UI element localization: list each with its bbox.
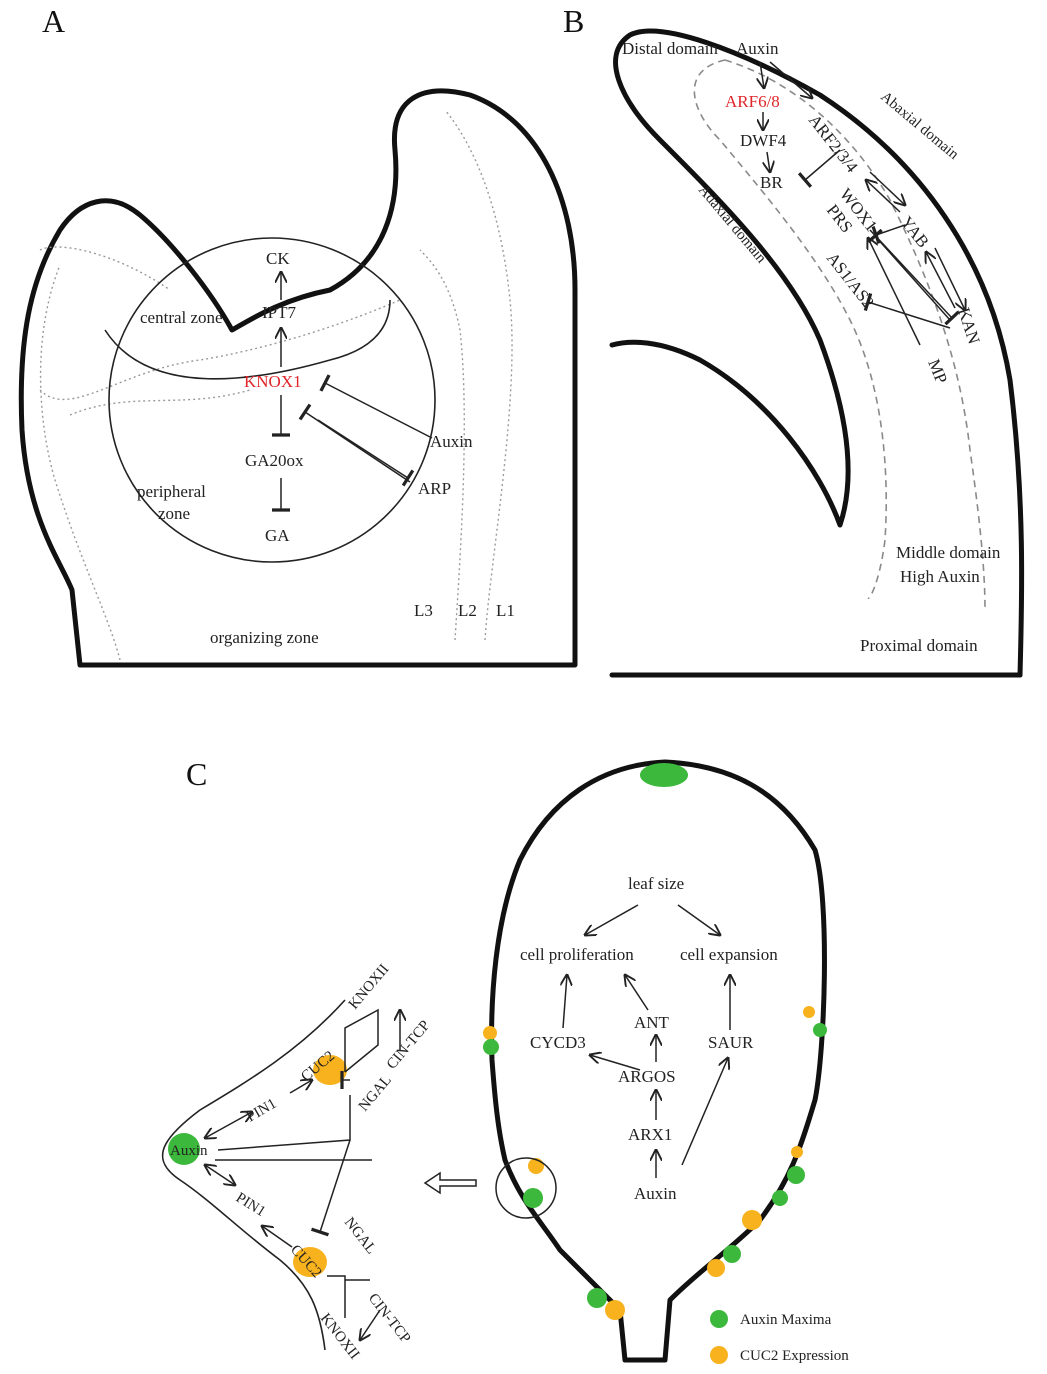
cuc2-dot-6 [707,1259,725,1277]
adaxial-domain-boundary [694,60,886,598]
layer-l3: L3 [414,601,433,620]
arrow-leafsize-proliferation [585,905,638,935]
label-leaf-size: leaf size [628,874,684,893]
panel-b: B Distal domain Auxin ARF6/8 DWF4 BR ARF… [563,3,1022,675]
inset-arrow-cuc2-pin1-bottom [262,1226,292,1247]
cuc2-dot-5 [742,1210,762,1230]
zoom-arrow [425,1173,476,1193]
auxin-dot-4 [787,1166,805,1184]
label-distal-domain: Distal domain [622,39,718,58]
zone-peripheral-line1: peripheral [137,482,206,501]
zone-central: central zone [140,308,223,327]
layer-outer-boundary [40,247,170,290]
cuc2-dot-7 [605,1300,625,1320]
legend-auxin-swatch [710,1310,728,1328]
gene-arx1: ARX1 [628,1125,672,1144]
arrow-auxin-saur [682,1058,728,1165]
inset-knoxii-top: KNOXII [346,961,393,1012]
layer-l1: L1 [496,601,515,620]
auxin-dot-3 [523,1188,543,1208]
gene-ga: GA [265,526,290,545]
inset-ngal-bottom: NGAL [341,1215,379,1258]
inset-arrow-auxin-pin1-bottom [205,1165,235,1185]
gene-arp: ARP [418,479,451,498]
label-adaxial-domain: Adaxial domain [695,182,769,266]
zone-peripheral-line2: zone [158,504,190,523]
gene-saur: SAUR [708,1033,754,1052]
arrow-cycd3-proliferation [563,975,567,1028]
layer-l3-boundary [41,265,120,660]
gene-cycd3: CYCD3 [530,1033,586,1052]
inhibit-arf234-br [805,150,840,180]
leaf-blade-outline [492,762,825,1360]
inhibit-knox1-arp [318,420,408,478]
gene-ipt7: IPT7 [262,303,297,322]
auxin-dot-1 [483,1039,499,1055]
arrow-ant-proliferation [625,975,648,1010]
cuc2-dot-2 [803,1006,815,1018]
inset-pin1-top: PIN1 [244,1096,279,1126]
layer-l2: L2 [458,601,477,620]
inset-sinus-outline [163,1000,345,1350]
auxin-dot-6 [723,1245,741,1263]
cuc2-dot-1 [483,1026,497,1040]
gene-knox1: KNOX1 [244,372,302,391]
gene-dwf4: DWF4 [740,131,787,150]
gene-mp: MP [924,356,951,386]
label-middle-domain-line1: Middle domain [896,543,1001,562]
panel-a: A CK IPT7 KNOX1 GA20ox GA Auxin ARP cent… [21,3,575,665]
inhibit-yab-prs [876,225,905,235]
label-middle-domain-line2: High Auxin [900,567,980,586]
auxin-dot-7 [587,1288,607,1308]
inset-auxin: Auxin [170,1143,208,1159]
panel-label-a: A [42,3,65,39]
auxin-dot-5 [772,1190,788,1206]
legend-cuc2-label: CUC2 Expression [740,1348,849,1364]
inset-inhibit-cuc2-bottom [320,1140,350,1232]
gene-ant: ANT [634,1013,670,1032]
label-cell-proliferation: cell proliferation [520,945,634,964]
auxin-maximum-tip [640,763,688,787]
inset-ngal-top: NGAL [356,1072,395,1114]
zone-organizing: organizing zone [210,628,319,647]
gene-ck: CK [266,249,290,268]
legend-auxin-label: Auxin Maxima [740,1312,832,1328]
auxin-dot-2 [813,1023,827,1037]
arrow-mp-prs [868,238,920,345]
gene-ga20ox: GA20ox [245,451,304,470]
panel-label-c: C [186,756,207,792]
gene-auxin-a: Auxin [430,432,473,451]
inset-bracket-top [345,1010,378,1072]
inset-cintcp-top: CIN-TCP [384,1018,434,1073]
inset-arrow-auxin-pin1-top [205,1112,252,1138]
inset-auxin-line-top [218,1095,350,1150]
inhibit-auxin-knox1 [325,383,432,438]
panel-label-b: B [563,3,584,39]
gene-auxin-c: Auxin [634,1184,677,1203]
panel-c: C leaf size cell proliferation cell expa… [163,756,850,1364]
inset-cintcp-bottom: CIN-TCP [365,1291,414,1347]
layer-inner-boundary-2 [70,390,250,415]
gene-kan: KAN [954,305,983,346]
label-proximal-domain: Proximal domain [860,636,978,655]
gene-yab: YAB [897,213,933,252]
cuc2-dot-4 [791,1146,803,1158]
arrow-leafsize-expansion [678,905,720,935]
label-cell-expansion: cell expansion [680,945,778,964]
legend-cuc2-swatch [710,1346,728,1364]
gene-arf68: ARF6/8 [725,92,780,111]
sinus-zoom-circle [496,1158,556,1218]
gene-argos: ARGOS [618,1067,676,1086]
inset-arrow-cuc2-pin1-top [290,1080,312,1093]
arrow-dwf4-br [767,152,770,172]
inset-pin1-bottom: PIN1 [233,1190,268,1220]
layer-l1-boundary [445,110,512,640]
gene-auxin-b: Auxin [736,39,779,58]
gene-br: BR [760,173,783,192]
